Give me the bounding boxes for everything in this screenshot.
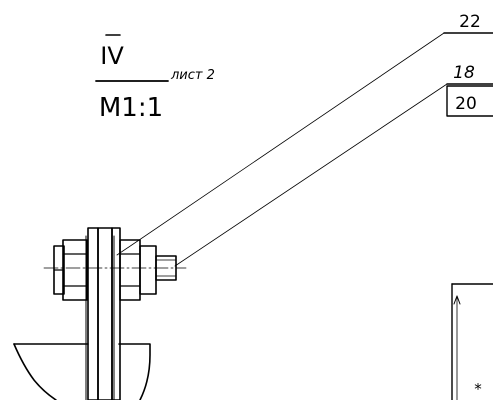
- callout-20: 20: [455, 94, 477, 114]
- base-plate: [13, 343, 151, 400]
- callout-22: 22: [459, 12, 481, 32]
- view-scale: M1:1: [99, 93, 163, 123]
- dimension-arrow: [453, 295, 461, 305]
- leader-lines: [116, 32, 448, 267]
- plate-outer-right: [111, 227, 121, 400]
- callout-18: 18: [453, 63, 475, 83]
- view-roman-numeral: IV: [100, 42, 124, 70]
- sheet-reference: лист 2: [170, 68, 215, 83]
- nut-right: [139, 245, 157, 295]
- leader-22: [116, 32, 445, 256]
- washer-left: [62, 239, 88, 301]
- plate-center: [97, 227, 113, 400]
- partial-frame: *: [451, 283, 493, 400]
- washer-right: [119, 239, 141, 301]
- bolted-joint: [13, 227, 187, 400]
- callout-labels: 22 18 20: [443, 12, 493, 117]
- base-plate-break-line: [13, 343, 57, 400]
- plate-outer-left: [87, 227, 99, 400]
- leader-18-20: [174, 83, 448, 267]
- view-label: IV M1:1 лист 2: [95, 34, 215, 123]
- note-asterisk: *: [474, 380, 482, 398]
- callout-20-frame: [446, 85, 493, 117]
